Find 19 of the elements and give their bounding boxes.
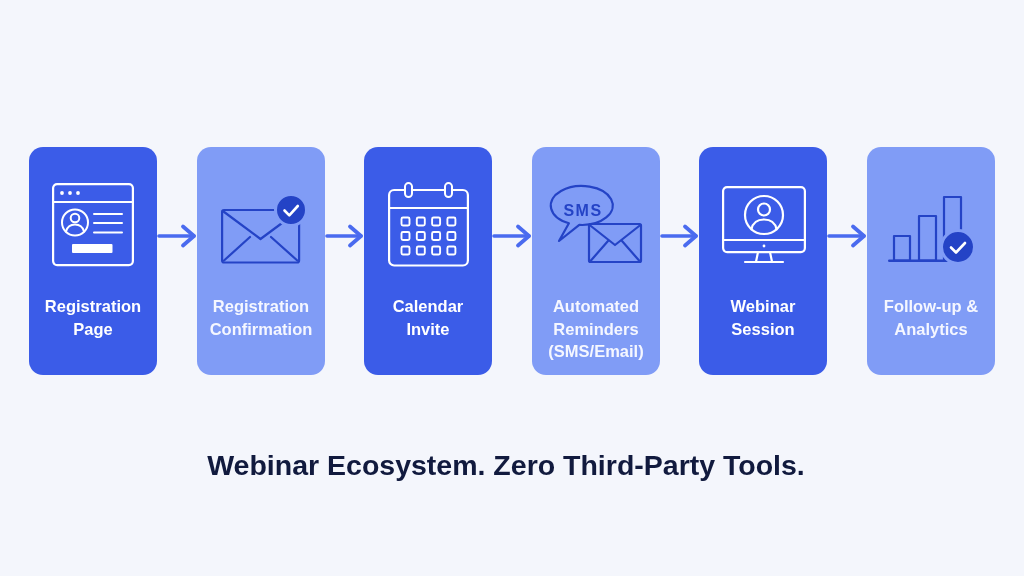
arrow: [325, 224, 363, 248]
step-card: [364, 147, 492, 375]
arrow: [157, 224, 196, 248]
step-label: Registration Confirmation: [208, 296, 314, 340]
step-card: [867, 147, 995, 375]
caption: Webinar Ecosystem. Zero Third-Party Tools.: [206, 448, 806, 483]
step-card: [197, 147, 325, 375]
icon-text: SMS: [562, 202, 604, 220]
step-card: [699, 147, 827, 375]
arrow: [660, 224, 698, 248]
step-label: Automated Reminders (SMS/Email): [547, 296, 645, 362]
step-label: Follow-up & Analytics: [882, 296, 980, 340]
step-label: Registration Page: [43, 296, 143, 340]
step-card: [29, 147, 157, 375]
step-card: [532, 147, 660, 375]
step-label: Calendar Invite: [391, 296, 465, 340]
arrow: [492, 224, 531, 248]
step-label: Webinar Session: [729, 296, 797, 340]
arrow: [827, 224, 866, 248]
